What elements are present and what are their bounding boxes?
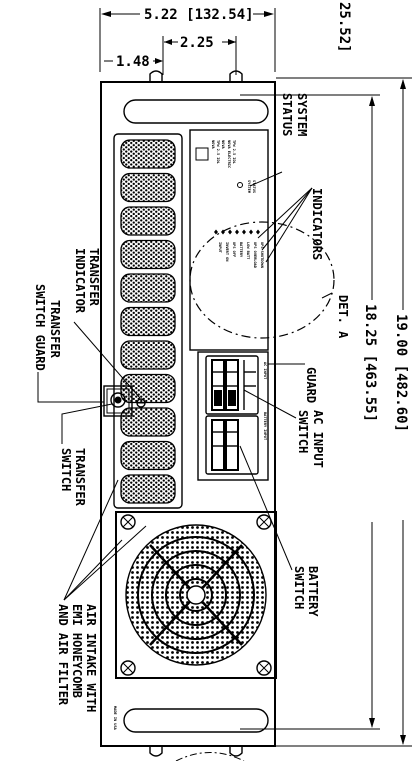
svg-text:SYSTEM: SYSTEM [295,93,309,136]
callout-ac-input-switch: AC INPUT SWITCH [243,389,325,468]
partial-top-right-label: 25.52] [336,2,352,53]
honeycomb-vent-slot [120,172,176,203]
dimension-overall-height: 19.00 [482.60] [276,77,412,747]
honeycomb-vent-column [113,133,183,509]
indicator-label: BATTERY [239,242,243,258]
honeycomb-vent-slot [120,306,176,337]
indicator-led [235,229,239,235]
dimension-mount-offset: 1.48 2.25 [104,35,237,75]
top-mount-ear-right [229,70,243,82]
svg-text:EMI HONEYCOMB: EMI HONEYCOMB [70,604,84,698]
svg-text:SWITCH: SWITCH [59,448,73,491]
honeycomb-vent-slot [120,206,176,236]
svg-text:SWITCH: SWITCH [292,566,306,609]
svg-text:DET. A: DET. A [336,295,350,339]
mount-height-label: 18.25 [463.55] [362,304,378,422]
partial-detail-arc [175,752,245,761]
svg-text:TPW 2.5 IDL: TPW 2.5 IDL [232,140,236,165]
ac-input-label: AC INPUT [263,362,267,379]
svg-text:STATUS: STATUS [252,180,256,193]
honeycomb-vent-slot [120,407,176,437]
callout-air-intake: AIR INTAKE WITH EMI HONEYCOMB AND AIR FI… [56,479,147,712]
battery-switch[interactable] [205,415,259,475]
transfer-switch[interactable] [110,392,126,408]
svg-text:TRANSFER: TRANSFER [87,248,101,307]
honeycomb-vent-slot [120,273,176,303]
honeycomb-vent-slot [120,239,176,270]
indicator-label: UPS OVERLOAD [253,242,257,268]
bottom-mount-ear-left [149,746,163,757]
indicator-label: LOW BATT [246,242,250,259]
svg-text:TRANSFER: TRANSFER [73,448,87,507]
transfer-indicator [136,398,146,408]
honeycomb-vent-slot [120,474,176,504]
svg-text:GUARD: GUARD [304,367,318,403]
bottom-mount-ear-right [229,746,243,757]
indicator-led [242,229,246,235]
svg-text:STATUS: STATUS [280,93,294,136]
svg-text:NOVA: NOVA [221,140,225,149]
battery-input-label: BATTERY INPUT [263,412,267,440]
svg-text:SWITCH GUARD: SWITCH GUARD [33,284,47,371]
overall-height-label: 19.00 [482.60] [393,314,409,432]
svg-text:BATTERY: BATTERY [306,566,320,617]
callout-det-a: DET. A [321,292,350,339]
dimension-overall-width: 5.22 [132.54] [99,7,276,72]
indicator-led [256,229,260,235]
svg-text:TRANSFER: TRANSFER [48,300,62,359]
label-plate: NOVA TPW 2.5 IDL NOVA NOVA ELECTRIC TPW … [189,129,269,351]
bottom-slot [123,708,269,733]
indicator-label: INPUT [218,242,222,253]
callout-indicators: INDICATORS [257,187,324,263]
dimension-mount-height: 18.25 [463.55] [240,94,380,730]
callout-battery-switch: BATTERY SWITCH [239,445,320,617]
ac-input-switch[interactable] [205,355,259,415]
top-slot [123,99,269,124]
callout-system-status: SYSTEM STATUS [249,93,309,187]
overall-width-label: 5.22 [132.54] [144,7,254,23]
indicator-led [249,229,253,235]
svg-text:AND AIR FILTER: AND AIR FILTER [56,604,70,706]
callout-guard: GUARD [268,363,318,403]
callout-transfer-indicator: TRANSFER INDICATOR [73,248,141,399]
indicator-label: UPS SHUTDOWN [260,242,264,268]
made-in-usa-text: MADE IN USA [113,706,117,731]
svg-text:INDICATOR: INDICATOR [73,248,87,314]
indicator-label: UPS OFF [232,242,236,257]
switch-block: AC INPUT BATTERY INPUT [197,351,269,481]
mount-spacing-label: 2.25 [180,35,214,51]
callout-transfer-switch-guard: TRANSFER SWITCH GUARD [33,284,104,403]
indicator-led [214,229,218,235]
dimension-partial-top-right: 25.52] [336,2,352,53]
honeycomb-vent-slot [120,340,176,370]
honeycomb-vent-slot [120,440,176,471]
callout-transfer-switch: TRANSFER SWITCH [59,403,113,507]
svg-text:TPW 2.5 IDL: TPW 2.5 IDL [216,140,220,165]
svg-text:NOVA ELECTRIC: NOVA ELECTRIC [227,140,231,168]
transfer-switch-guard[interactable] [103,385,133,417]
front-panel [100,70,276,757]
svg-text:NOVA: NOVA [211,140,215,149]
svg-text:SWITCH: SWITCH [296,410,310,453]
indicator-label: INVERT ON [225,242,229,261]
system-status-text: SYSTEM [247,180,251,194]
mount-offset-label: 1.48 [116,54,150,70]
fan-assembly [115,511,277,679]
svg-text:INDICATORS: INDICATORS [310,188,324,260]
indicator-led [228,229,232,235]
system-status-led [237,182,243,188]
svg-text:AC INPUT: AC INPUT [311,410,325,468]
detail-a-circle [189,221,335,339]
svg-text:AIR INTAKE WITH: AIR INTAKE WITH [84,604,98,712]
top-mount-ear-left [149,70,163,82]
honeycomb-vent-slot [120,139,176,169]
